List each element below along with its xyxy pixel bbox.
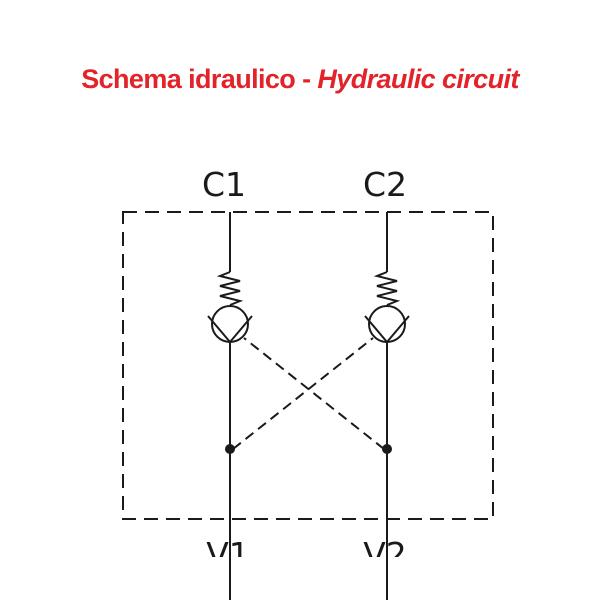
port-label-v2: V2 — [363, 535, 407, 574]
check-valve-left-icon — [207, 305, 253, 344]
junction-dot-right — [382, 444, 392, 454]
title-english: Hydraulic circuit — [317, 64, 519, 94]
title-italian: Schema idraulico — [81, 64, 296, 94]
pilot-line-right-to-left-valve — [243, 337, 385, 450]
port-label-c2: C2 — [363, 165, 407, 204]
valve-body-outline — [122, 211, 494, 520]
check-valve-right-icon — [364, 305, 410, 344]
spring-left-icon — [216, 271, 244, 306]
diagram-title: Schema idraulico - Hydraulic circuit — [0, 64, 600, 95]
pilot-line-left-to-right-valve — [232, 337, 374, 450]
spring-right-icon — [373, 271, 401, 306]
title-separator: - — [295, 64, 318, 94]
port-label-v1: V1 — [206, 535, 250, 574]
bottom-crop-band — [0, 548, 600, 600]
junction-dot-left — [225, 444, 235, 454]
port-label-c1: C1 — [202, 165, 246, 204]
